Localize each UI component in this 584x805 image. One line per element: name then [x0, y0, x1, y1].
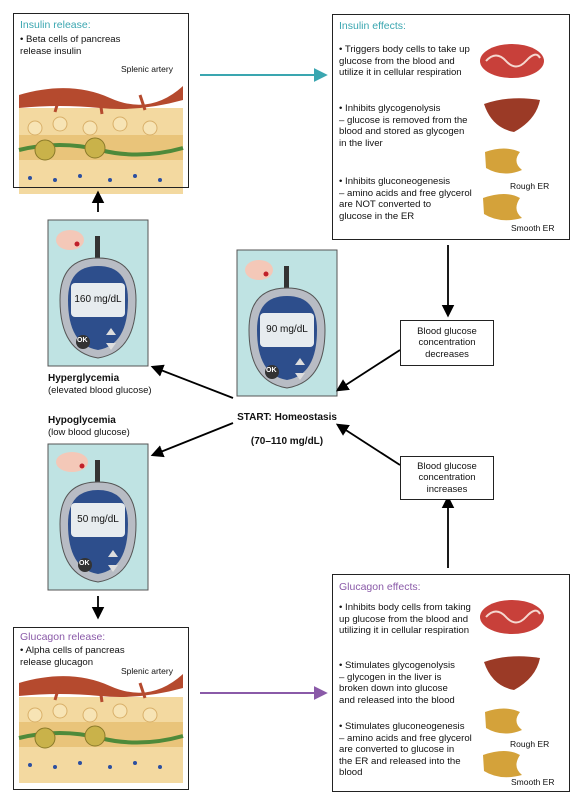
- mitochondrion-top: [480, 44, 544, 78]
- hypoglycemia-sub: (low blood glucose): [48, 427, 130, 438]
- arrow-start-to-hypo: [150, 422, 234, 458]
- glucagon-release-text: • Alpha cells of pancreas release glucag…: [20, 645, 125, 668]
- rough-er-top: [485, 148, 522, 174]
- liver-top: [484, 98, 540, 132]
- arrow-increase-to-start: [335, 423, 401, 466]
- glucagon-release-title: Glucagon release:: [20, 631, 106, 643]
- rough-er-label-bottom: Rough ER: [510, 739, 550, 749]
- smooth-er-top: [483, 194, 522, 221]
- smooth-er-label-top: Smooth ER: [511, 223, 555, 233]
- glucose-meter-high: [47, 219, 149, 367]
- insulin-effects-title: Insulin effects:: [339, 20, 406, 32]
- insulin-effect-3: • Inhibits gluconeogenesis – amino acids…: [339, 176, 472, 222]
- rough-er-label-top: Rough ER: [510, 181, 550, 191]
- glucagon-effects-title: Glucagon effects:: [339, 581, 421, 593]
- start-line1: START: Homeostasis: [237, 412, 337, 423]
- start-homeostasis-label: START: Homeostasis (70–110 mg/dL): [225, 400, 349, 448]
- smooth-er-bottom: [483, 751, 522, 778]
- insulin-effect-2: • Inhibits glycogenolysis – glucose is r…: [339, 103, 468, 149]
- glucagon-effect-1: • Inhibits body cells from taking up glu…: [339, 602, 471, 636]
- insulin-effects-box: Insulin effects: • Triggers body cells t…: [332, 14, 570, 240]
- ok-button-low: OK: [79, 560, 90, 567]
- glucose-increases-box: Blood glucose concentration increases: [400, 456, 494, 500]
- meter-reading-low: 50 mg/dL: [77, 514, 119, 525]
- splenic-artery-label-bottom: Splenic artery: [121, 666, 173, 676]
- glucose-decreases-box: Blood glucose concentration decreases: [400, 320, 494, 366]
- glucagon-release-box: Glucagon release: • Alpha cells of pancr…: [13, 627, 189, 790]
- insulin-release-box: Insulin release: • Beta cells of pancrea…: [13, 13, 189, 188]
- insulin-effect-1: • Triggers body cells to take up glucose…: [339, 44, 470, 78]
- mitochondrion-bottom: [480, 600, 544, 634]
- insulin-release-text: • Beta cells of pancreas release insulin: [20, 34, 121, 57]
- meter-reading-normal: 90 mg/dL: [266, 324, 308, 335]
- splenic-artery-label-top: Splenic artery: [121, 64, 173, 74]
- glucose-meter-normal: [236, 249, 338, 397]
- hyperglycemia-sub: (elevated blood glucose): [48, 385, 152, 396]
- rough-er-bottom: [485, 708, 522, 734]
- smooth-er-label-bottom: Smooth ER: [511, 777, 555, 787]
- insulin-release-title: Insulin release:: [20, 19, 91, 31]
- glucagon-effects-box: Glucagon effects: • Inhibits body cells …: [332, 574, 570, 792]
- pancreas-illustration-bottom: [18, 674, 184, 783]
- hypoglycemia-title: Hypoglycemia: [48, 415, 116, 426]
- meter-reading-high: 160 mg/dL: [74, 294, 122, 305]
- pancreas-illustration-top: [18, 86, 184, 194]
- arrow-start-to-hyper: [150, 364, 234, 399]
- glucose-meter-low: [47, 443, 149, 591]
- ok-button-normal: OK: [266, 367, 277, 374]
- glucagon-effect-3: • Stimulates gluconeogenesis – amino aci…: [339, 721, 472, 778]
- liver-bottom: [484, 656, 540, 690]
- arrow-decrease-to-start: [335, 349, 401, 392]
- start-line2: (70–110 mg/dL): [250, 436, 324, 447]
- hyperglycemia-title: Hyperglycemia: [48, 373, 120, 384]
- glucagon-effect-2: • Stimulates glycogenolysis – glycogen i…: [339, 660, 455, 706]
- ok-button-high: OK: [77, 337, 88, 344]
